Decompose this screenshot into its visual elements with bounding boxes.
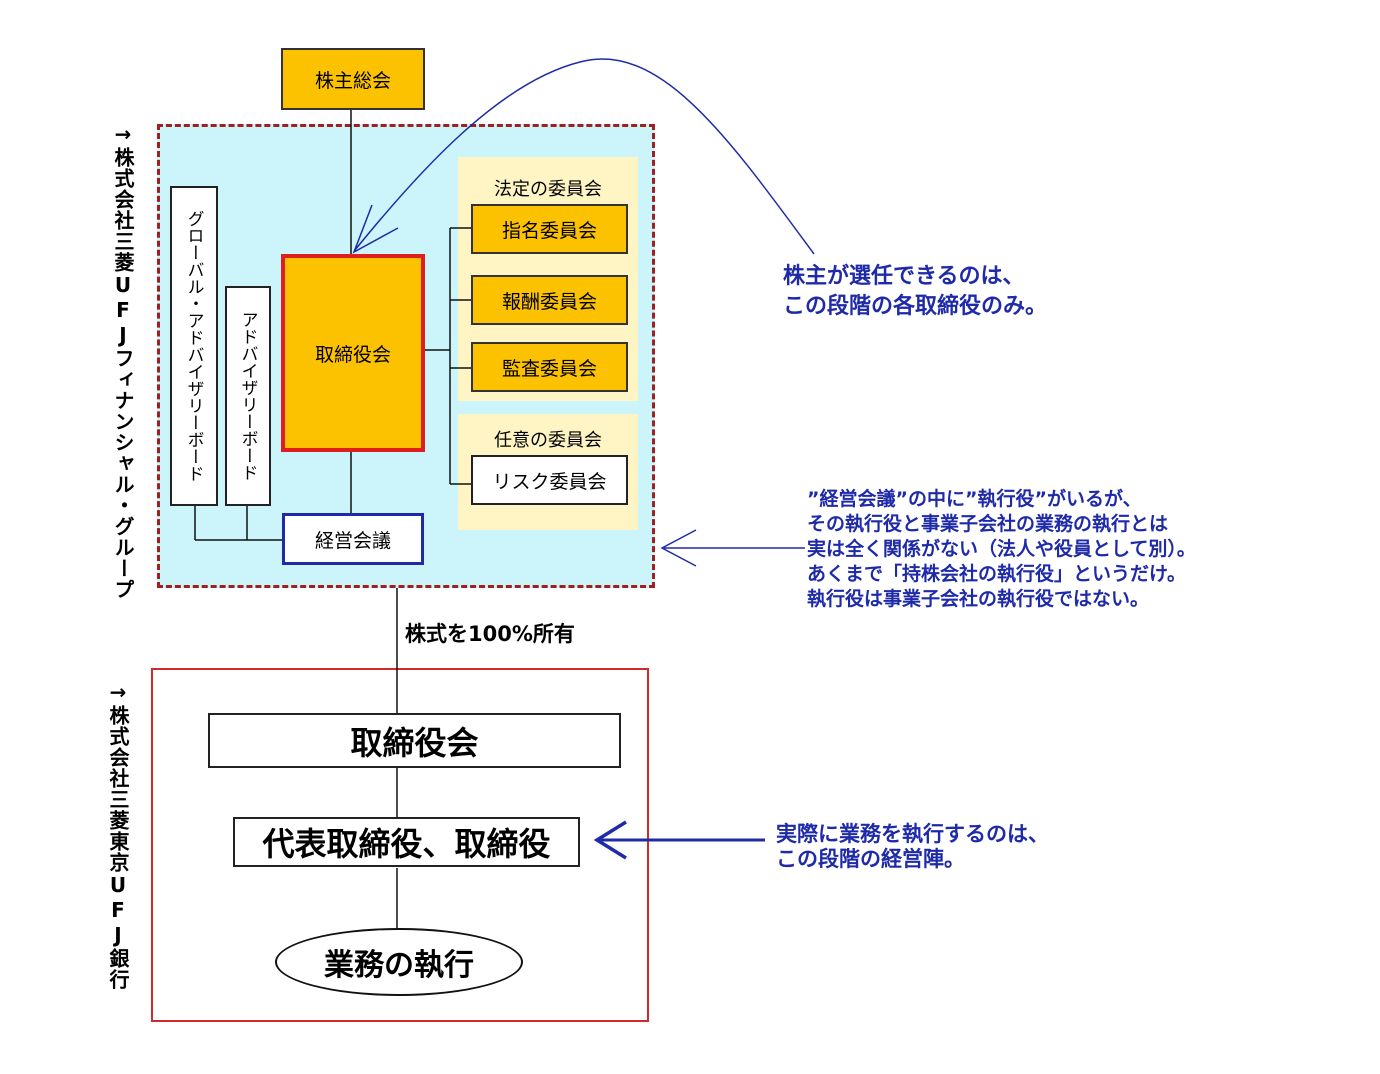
directors-box: 代表取締役、取締役 bbox=[233, 817, 580, 867]
curved-arrow bbox=[354, 58, 815, 255]
audit-committee-label: 監査委員会 bbox=[501, 357, 597, 380]
global-advisory-board-label: グローバル・アドバイザリーボード bbox=[183, 210, 204, 482]
bank-area bbox=[151, 668, 649, 1022]
shareholders-meeting-label: 株主総会 bbox=[314, 69, 391, 92]
bank-board-label: 取締役会 bbox=[350, 723, 479, 762]
global-advisory-board-box: グローバル・アドバイザリーボード bbox=[170, 186, 218, 506]
business-execution-ellipse: 業務の執行 bbox=[275, 928, 523, 996]
voluntary-committees-label: 任意の委員会 bbox=[494, 430, 602, 451]
nomination-committee-box: 指名委員会 bbox=[471, 204, 628, 254]
executive-officer-note: ”経営会議”の中に”執行役”がいるが、 その執行役と事業子会社の業務の執行とは … bbox=[807, 488, 1196, 610]
board-of-directors-box: 取締役会 bbox=[281, 254, 425, 452]
advisory-board-box: アドバイザリーボード bbox=[225, 286, 271, 506]
compensation-committee-box: 報酬委員会 bbox=[471, 275, 628, 325]
bank-label: →株式会社三菱東京UFJ銀行 bbox=[106, 680, 130, 990]
shareholders-meeting-box: 株主総会 bbox=[281, 48, 425, 110]
audit-committee-box: 監査委員会 bbox=[471, 342, 628, 392]
advisory-board-label: アドバイザリーボード bbox=[237, 311, 258, 481]
directors-label: 代表取締役、取締役 bbox=[262, 825, 551, 863]
risk-committee-label: リスク委員会 bbox=[492, 470, 607, 493]
risk-committee-box: リスク委員会 bbox=[471, 455, 628, 505]
management-note: 実際に業務を執行するのは、 この段階の経営陣。 bbox=[776, 822, 1049, 871]
statutory-committees-label: 法定の委員会 bbox=[494, 179, 602, 200]
management-council-label: 経営会議 bbox=[314, 529, 391, 552]
business-execution-label: 業務の執行 bbox=[324, 948, 474, 983]
nomination-committee-label: 指名委員会 bbox=[501, 219, 597, 242]
board-of-directors-label: 取締役会 bbox=[314, 343, 391, 366]
holding-company-label: →株式会社三菱UFJフィナンシャル・グループ bbox=[111, 122, 135, 600]
management-council-box: 経営会議 bbox=[282, 513, 424, 565]
shareholder-note: 株主が選任できるのは、 この段階の各取締役のみ。 bbox=[783, 264, 1048, 319]
compensation-committee-label: 報酬委員会 bbox=[501, 290, 597, 313]
ownership-label: 株式を100%所有 bbox=[405, 622, 575, 646]
bank-board-box: 取締役会 bbox=[208, 713, 621, 768]
